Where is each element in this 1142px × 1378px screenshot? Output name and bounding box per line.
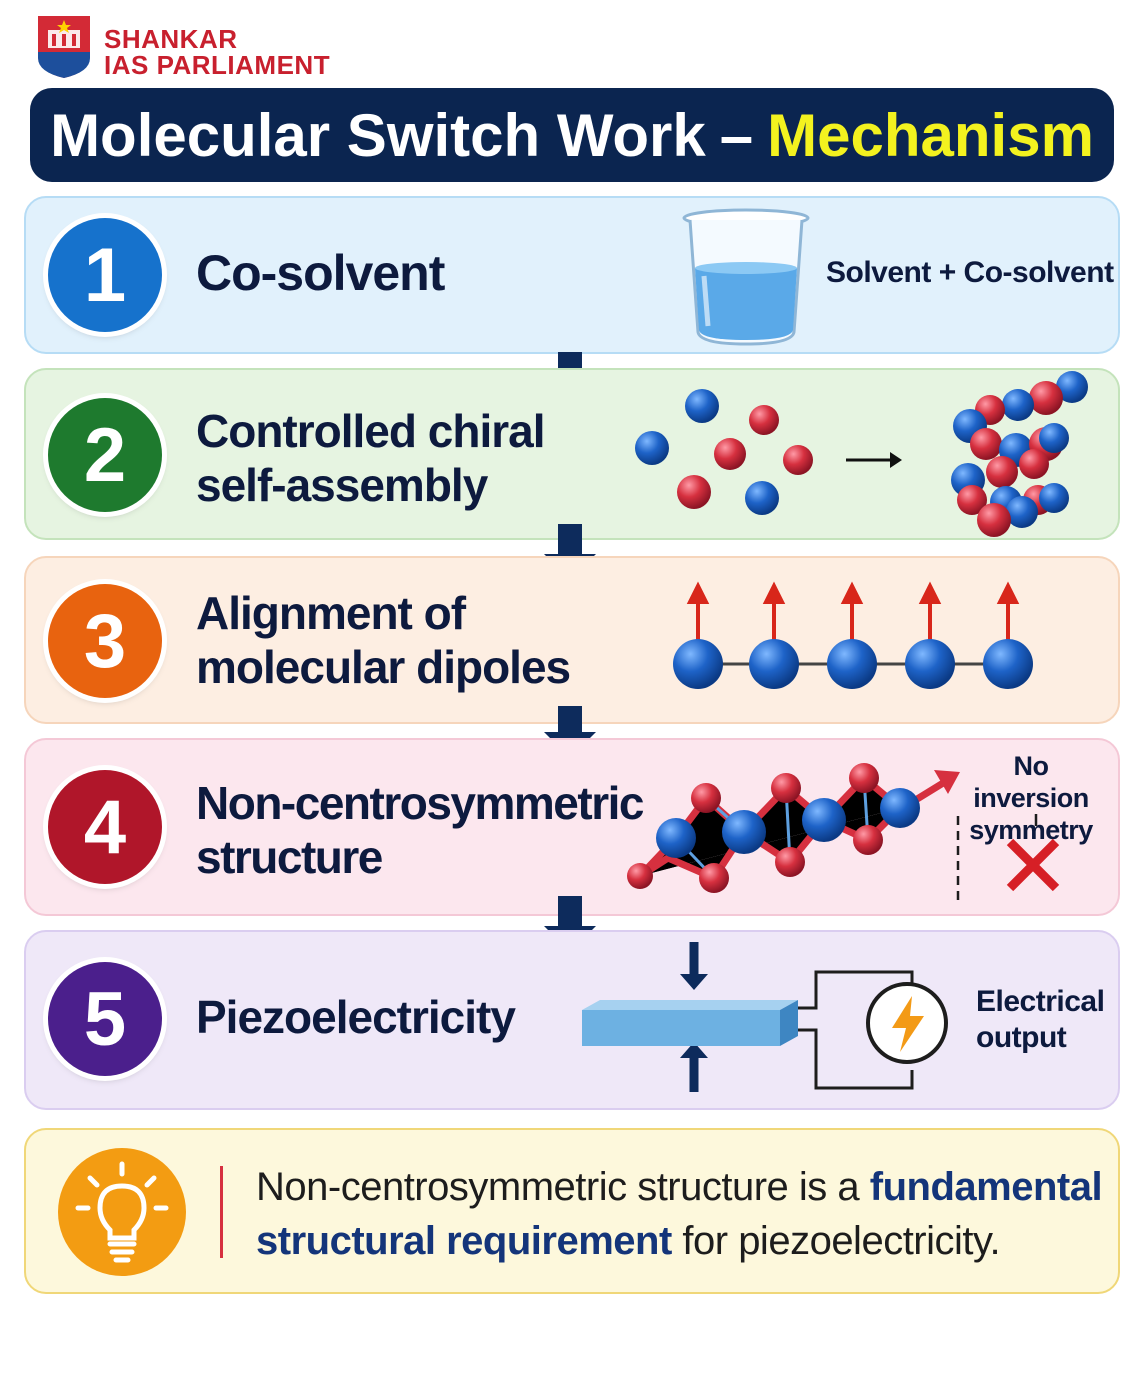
title-main: Molecular Switch Work [50,101,706,169]
step-3-label-line1: Alignment of [196,587,466,639]
note-highlight-2: structural requirement [256,1219,672,1263]
brand-logo: SHANKAR IAS PARLIAMENT [32,12,412,80]
brand-name: SHANKAR IAS PARLIAMENT [104,26,330,78]
step-number-3: 3 [48,584,162,698]
step-1-panel: 1 Co-solvent Solvent + Co-solvent [24,196,1120,354]
step-4-panel: 4 Non-centrosymmetric structure No inver… [24,738,1120,916]
step-5-caption: Electrical output [976,984,1105,1056]
step-5-label: Piezoelectricity [196,991,516,1043]
step-5-panel: 5 Piezoelectricity Electrical output [24,930,1120,1110]
key-insight-note: Non-centrosymmetric structure is a funda… [24,1128,1120,1294]
step-4-note: No inversion symmetry [956,750,1106,846]
step-4-label: Non-centrosymmetric structure [196,776,644,884]
step-2-label: Controlled chiral self-assembly [196,404,545,512]
step-5-caption-line2: output [976,1021,1067,1054]
step-number-4: 4 [48,770,162,884]
dipole-chain-icon [673,581,1033,689]
note-text-2: for piezoelectricity. [671,1219,1001,1263]
parliament-emblem-icon [38,16,90,78]
molecules-to-helix-icon [635,371,1088,537]
step-2-panel: 2 Controlled chiral self-assembly [24,368,1120,540]
brand-line1: SHANKAR [104,24,238,54]
page-title: Molecular Switch Work – Mechanism [30,88,1114,182]
step-4-note-line2: symmetry [969,815,1093,845]
step-3-label-line2: molecular dipoles [196,641,571,693]
step-number-1: 1 [48,218,162,332]
step-3-label: Alignment of molecular dipoles [196,586,571,694]
note-text: Non-centrosymmetric structure is a funda… [256,1160,1106,1268]
step-4-note-line1: No inversion [973,751,1089,813]
step-1-caption: Solvent + Co-solvent [826,256,1114,289]
note-highlight-1: fundamental [869,1165,1103,1209]
note-text-1: Non-centrosymmetric structure is a [256,1165,870,1209]
beaker-icon [682,208,810,346]
note-divider [220,1166,223,1258]
step-1-label: Co-solvent [196,245,445,301]
step-2-label-line1: Controlled chiral [196,405,545,457]
step-5-caption-line1: Electrical [976,985,1105,1018]
step-4-label-line1: Non-centrosymmetric [196,777,644,829]
step-4-label-line2: structure [196,831,383,883]
cross-icon [956,814,1060,906]
piezo-device-icon [582,942,914,1092]
step-number-5: 5 [48,962,162,1076]
lightning-bolt-icon [866,982,948,1064]
title-accent: Mechanism [767,101,1094,169]
step-2-label-line2: self-assembly [196,459,488,511]
step-number-2: 2 [48,398,162,512]
non-centrosymmetric-chain-icon [627,763,960,893]
step-3-panel: 3 Alignment of molecular dipoles [24,556,1120,724]
lightbulb-icon [58,1148,186,1276]
brand-line2: IAS PARLIAMENT [104,50,331,80]
title-dash: – [719,101,754,169]
